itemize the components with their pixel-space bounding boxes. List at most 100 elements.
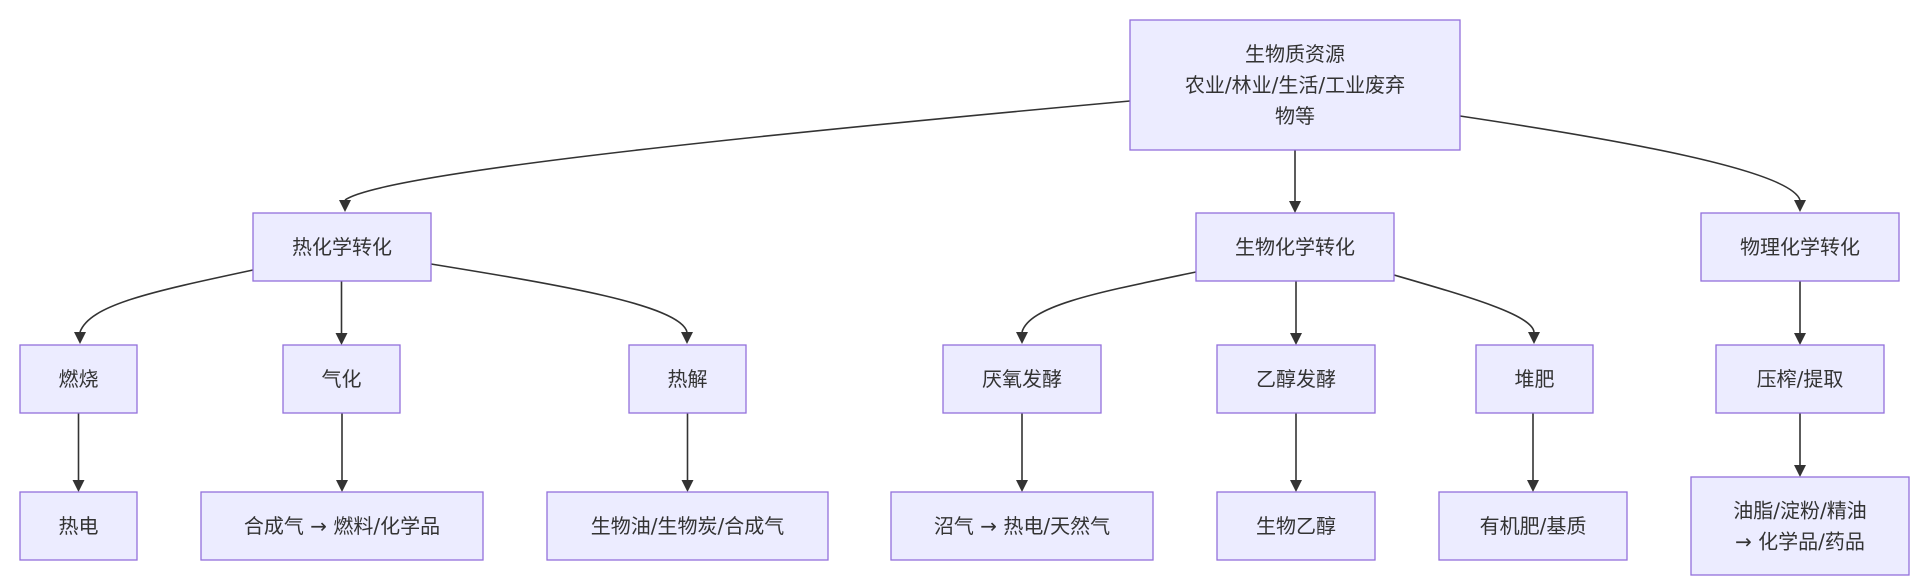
node-label: 乙醇发酵 (1256, 367, 1336, 391)
arrowhead-icon (1290, 480, 1302, 492)
node-label: 堆肥 (1515, 367, 1555, 391)
node-label: 生物质资源 (1245, 42, 1345, 66)
arrowhead-icon (74, 332, 86, 344)
node-bioethanol: 生物乙醇 (1216, 491, 1376, 561)
arrowhead-icon (1289, 201, 1301, 213)
node-gasify: 气化 (282, 344, 401, 414)
node-biogas: 沼气 → 热电/天然气 (890, 491, 1154, 561)
node-thermo: 热化学转化 (252, 212, 432, 282)
edge-root-to-bio (1289, 150, 1301, 213)
node-anaer: 厌氧发酵 (942, 344, 1102, 414)
node-syngas: 合成气 → 燃料/化学品 (200, 491, 484, 561)
edge-thermo-to-pyro (430, 263, 693, 344)
arrowhead-icon (1016, 480, 1028, 492)
node-label: 沼气 → 热电/天然气 (934, 514, 1110, 538)
node-label: 生物乙醇 (1256, 514, 1336, 538)
edge-line (1021, 271, 1197, 333)
node-box (252, 212, 432, 282)
arrowhead-icon (1794, 333, 1806, 345)
node-heatpower: 热电 (19, 491, 138, 561)
arrowhead-icon (1016, 332, 1028, 344)
node-box (546, 491, 829, 561)
node-label: 合成气 → 燃料/化学品 (244, 514, 440, 538)
edge-line (430, 263, 688, 333)
arrowhead-icon (336, 480, 348, 492)
edge-line (344, 100, 1131, 201)
node-biooil: 生物油/生物炭/合成气 (546, 491, 829, 561)
edge-phys-to-press (1794, 281, 1806, 345)
node-label: 有机肥/基质 (1480, 514, 1587, 538)
node-compost: 堆肥 (1475, 344, 1594, 414)
edge-bio-to-ethferm (1290, 281, 1302, 345)
node-label: 热电 (59, 514, 99, 538)
edge-root-to-phys (1459, 115, 1806, 212)
edge-compost-to-fertilizer (1527, 413, 1539, 492)
node-label: 生物油/生物炭/合成气 (591, 514, 784, 538)
node-label: 物理化学转化 (1740, 235, 1860, 259)
node-label: 油脂/淀粉/精油 (1733, 499, 1866, 523)
node-fertilizer: 有机肥/基质 (1438, 491, 1628, 561)
edge-anaer-to-biogas (1016, 413, 1028, 492)
arrowhead-icon (1528, 332, 1540, 344)
node-label: 气化 (322, 367, 362, 391)
arrowhead-icon (1794, 200, 1806, 212)
node-box (19, 344, 138, 414)
edge-line (79, 269, 254, 333)
node-box (282, 344, 401, 414)
edge-line (1393, 274, 1535, 333)
arrowhead-icon (1527, 480, 1539, 492)
node-label: 燃烧 (59, 367, 99, 391)
node-label: 热化学转化 (292, 235, 392, 259)
arrowhead-icon (335, 333, 348, 345)
arrowhead-icon (1290, 333, 1302, 345)
node-burn: 燃烧 (19, 344, 138, 414)
edge-pyro-to-biooil (681, 413, 694, 492)
node-box (19, 491, 138, 561)
node-label: → 化学品/药品 (1735, 530, 1865, 554)
edge-burn-to-heatpower (72, 413, 85, 492)
node-phys: 物理化学转化 (1700, 212, 1900, 282)
node-label: 热解 (668, 367, 708, 391)
node-box (628, 344, 747, 414)
node-bio: 生物化学转化 (1195, 212, 1395, 282)
edges (72, 100, 1806, 492)
node-box (1700, 212, 1900, 282)
node-oils: 油脂/淀粉/精油 → 化学品/药品 (1690, 476, 1910, 576)
node-box (890, 491, 1154, 561)
edge-line (1459, 115, 1801, 201)
node-box (1715, 344, 1885, 414)
node-label: 物等 (1275, 104, 1315, 128)
edge-press-to-oils (1794, 413, 1806, 477)
edge-bio-to-anaer (1016, 271, 1197, 344)
node-box (1129, 19, 1461, 151)
node-box (1438, 491, 1628, 561)
node-box (1216, 344, 1376, 414)
node-label: 农业/林业/生活/工业废弃 (1185, 73, 1405, 97)
arrowhead-icon (1794, 465, 1806, 477)
arrowhead-icon (72, 480, 85, 492)
node-label: 压榨/提取 (1757, 367, 1844, 391)
node-ethferm: 乙醇发酵 (1216, 344, 1376, 414)
edge-thermo-to-gasify (335, 281, 348, 345)
arrowhead-icon (681, 332, 693, 344)
node-press: 压榨/提取 (1715, 344, 1885, 414)
node-box (1475, 344, 1594, 414)
node-box (1195, 212, 1395, 282)
edge-bio-to-compost (1393, 274, 1540, 344)
node-pyro: 热解 (628, 344, 747, 414)
edge-ethferm-to-bioethanol (1290, 413, 1302, 492)
arrowhead-icon (339, 200, 351, 212)
node-box (1690, 476, 1910, 576)
edge-gasify-to-syngas (336, 413, 348, 492)
node-label: 厌氧发酵 (982, 367, 1062, 391)
node-box (200, 491, 484, 561)
node-box (942, 344, 1102, 414)
edge-root-to-thermo (339, 100, 1131, 212)
node-label: 生物化学转化 (1235, 235, 1355, 259)
arrowhead-icon (681, 480, 694, 492)
edge-thermo-to-burn (74, 269, 254, 344)
node-box (1216, 491, 1376, 561)
